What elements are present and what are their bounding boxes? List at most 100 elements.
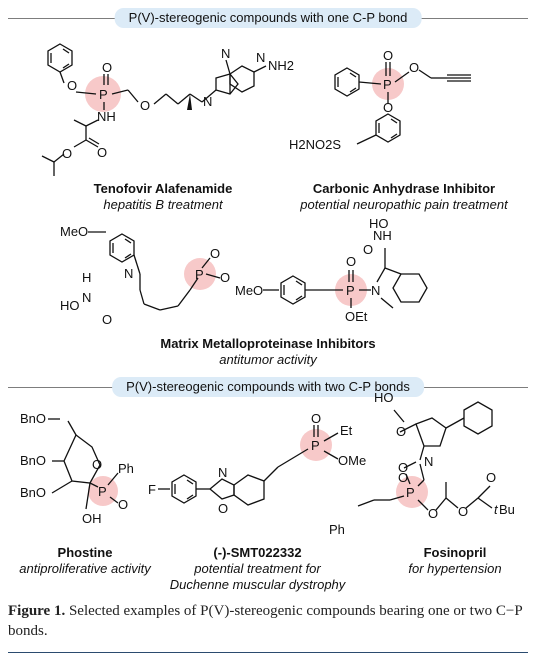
atom-label: O (218, 501, 228, 516)
bottom-rule (8, 652, 528, 653)
atom-label: P (346, 283, 355, 298)
p-highlight (184, 258, 216, 290)
atom-label: N (124, 266, 133, 281)
atom-label: P (98, 484, 107, 499)
carbonic-anhydrase-inhibitor-structure: P O O O H2NO2S (289, 48, 471, 152)
atom-label: Ph (329, 522, 345, 537)
atom-label: O (140, 98, 150, 113)
atom-label: O (92, 457, 102, 472)
wedge-bond (187, 94, 192, 110)
atom-label: HO (369, 216, 389, 231)
figure-label: Figure 1. (8, 603, 66, 619)
fosinopril-phenyl-chain: Ph (329, 522, 345, 537)
compound-note: potential neuropathic pain treatment (300, 197, 508, 212)
compound-name: Carbonic Anhydrase Inhibitor (312, 181, 496, 196)
atom-label: O (102, 312, 112, 327)
tenofovir-structure: O P O NH O O O N N N NH2 (41, 43, 294, 176)
atom-label: O (398, 470, 408, 485)
atom-label: O (383, 100, 393, 115)
header-pill: P(V)-stereogenic compounds with one C-P … (114, 8, 422, 28)
atom-label: N (256, 50, 265, 65)
compound-name: Phostine (57, 545, 113, 560)
atom-label: N (203, 94, 212, 109)
atom-label: Bu (499, 502, 515, 517)
smt022332-structure: F N O P O Et OMe (148, 411, 366, 516)
p-highlight (372, 68, 404, 100)
atom-label: t (494, 502, 499, 517)
compound-note: antiproliferative activity (19, 561, 151, 576)
atom-label: HO (374, 390, 394, 405)
atom-label: OMe (338, 453, 366, 468)
atom-label: O (428, 506, 438, 521)
compound-caption-smt: (-)-SMT022332 potential treatment for Du… (150, 545, 365, 593)
compound-note: potential treatment for (194, 561, 321, 576)
p-highlight (335, 274, 367, 306)
compound-note: hepatitis B treatment (103, 197, 223, 212)
atom-label: F (148, 482, 156, 497)
atom-label: MeO (60, 224, 88, 239)
atom-label: O (67, 78, 77, 93)
header-pill: P(V)-stereogenic compounds with two C-P … (112, 377, 424, 397)
compound-note: for hypertension (408, 561, 502, 576)
atom-label: O (210, 246, 220, 261)
atom-label: P (99, 87, 108, 102)
compound-caption-tenofovir: Tenofovir Alafenamide hepatitis B treatm… (68, 181, 258, 213)
compound-note: Duchenne muscular dystrophy (169, 577, 346, 592)
atom-label: N (371, 283, 380, 298)
atom-label: O (396, 424, 406, 439)
compound-caption-fosinopril: Fosinopril for hypertension (380, 545, 530, 577)
atom-label: O (62, 146, 72, 161)
compound-caption-carbonic: Carbonic Anhydrase Inhibitor potential n… (284, 181, 524, 213)
atom-label: OH (82, 511, 102, 526)
atom-label: P (406, 485, 415, 500)
atom-label: P (383, 77, 392, 92)
p-highlight (88, 476, 118, 506)
figure-caption-text: Selected examples of P(V)-stereogenic co… (8, 603, 523, 639)
compound-name: Tenofovir Alafenamide (93, 181, 233, 196)
atom-label: O (458, 504, 468, 519)
atom-label: H2NO2S (289, 137, 341, 152)
phostine-structure: BnO BnO BnO O P Ph O OH (20, 411, 134, 526)
atom-label: O (346, 254, 356, 269)
section-header-one-bond: P(V)-stereogenic compounds with one C-P … (8, 8, 528, 28)
compound-name: Matrix Metalloproteinase Inhibitors (160, 336, 376, 351)
atom-label: Ph (118, 461, 134, 476)
atom-label: N (424, 454, 433, 469)
atom-label: N (221, 46, 230, 61)
atom-label: BnO (20, 485, 46, 500)
atom-label: P (311, 438, 320, 453)
atom-label: O (383, 48, 393, 63)
p-highlight (300, 429, 332, 461)
fosinopril-structure: HO O O N P O O O O t Bu (357, 390, 515, 521)
figure-caption: Figure 1. Selected examples of P(V)-ster… (8, 601, 528, 641)
atom-label: HO (60, 298, 80, 313)
section-header-two-bonds: P(V)-stereogenic compounds with two C-P … (8, 377, 528, 397)
atom-label: P (195, 267, 204, 282)
compound-caption-mmp: Matrix Metalloproteinase Inhibitors anti… (128, 336, 408, 368)
atom-label: N (82, 290, 91, 305)
atom-label: O (220, 270, 230, 285)
atom-label: BnO (20, 411, 46, 426)
atom-label: O (486, 470, 496, 485)
atom-label: O (311, 411, 321, 426)
atom-label: O (97, 145, 107, 160)
p-highlight (85, 76, 121, 112)
atom-label: NH (97, 109, 116, 124)
mmp-inhibitor-structure-1: MeO P O O N H N HO O (60, 224, 230, 327)
mmp-inhibitor-structure-2: MeO P O OEt N O NH HO (235, 216, 428, 324)
atom-label: MeO (235, 283, 263, 298)
atom-label: O (398, 460, 408, 475)
atom-label: N (218, 465, 227, 480)
compound-name: Fosinopril (423, 545, 487, 560)
atom-label: OEt (345, 309, 368, 324)
atom-label: NH2 (268, 58, 294, 73)
atom-label: O (102, 60, 112, 75)
atom-label: BnO (20, 453, 46, 468)
atom-label: O (363, 242, 373, 257)
atom-label: NH (373, 228, 392, 243)
atom-label: H (82, 270, 91, 285)
atom-label: O (118, 497, 128, 512)
atom-label: O (409, 60, 419, 75)
compound-caption-phostine: Phostine antiproliferative activity (0, 545, 170, 577)
atom-label: Et (340, 423, 353, 438)
